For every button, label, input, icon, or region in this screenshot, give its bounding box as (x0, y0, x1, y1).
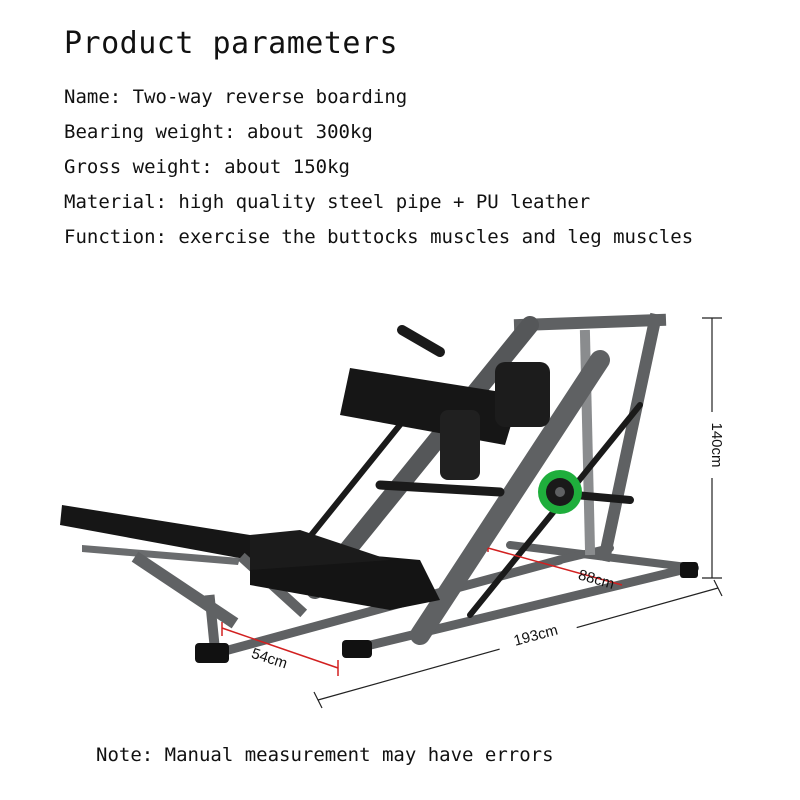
measurement-note: Note: Manual measurement may have errors (96, 744, 554, 766)
param-value: about 300kg (247, 121, 373, 143)
param-label: Gross weight: (64, 156, 213, 178)
param-value: Two-way reverse boarding (132, 86, 408, 108)
param-gross-weight: Gross weight: about 150kg (64, 150, 784, 185)
height-label: 140cm (708, 422, 725, 467)
param-label: Name: (64, 86, 122, 108)
page-title: Product parameters (64, 26, 399, 61)
backrest (60, 505, 250, 565)
param-label: Material: (64, 191, 167, 213)
param-label: Function: (64, 226, 167, 248)
seat-pad (250, 530, 440, 610)
weight-plate (375, 470, 634, 514)
parameter-list: Name: Two-way reverse boarding Bearing w… (64, 80, 784, 255)
param-value: high quality steel pipe + PU leather (178, 191, 591, 213)
machine-feet (195, 562, 698, 663)
param-function: Function: exercise the buttocks muscles … (64, 220, 784, 255)
foot-plate (340, 325, 550, 480)
param-name: Name: Two-way reverse boarding (64, 80, 784, 115)
product-illustration: 140cm 88cm 193cm 54cm (60, 312, 725, 709)
param-material: Material: high quality steel pipe + PU l… (64, 185, 784, 220)
param-value: exercise the buttocks muscles and leg mu… (178, 226, 694, 248)
dimension-height: 140cm (700, 317, 725, 579)
param-label: Bearing weight: (64, 121, 236, 143)
param-value: about 150kg (224, 156, 351, 178)
param-bearing-weight: Bearing weight: about 300kg (64, 115, 784, 150)
